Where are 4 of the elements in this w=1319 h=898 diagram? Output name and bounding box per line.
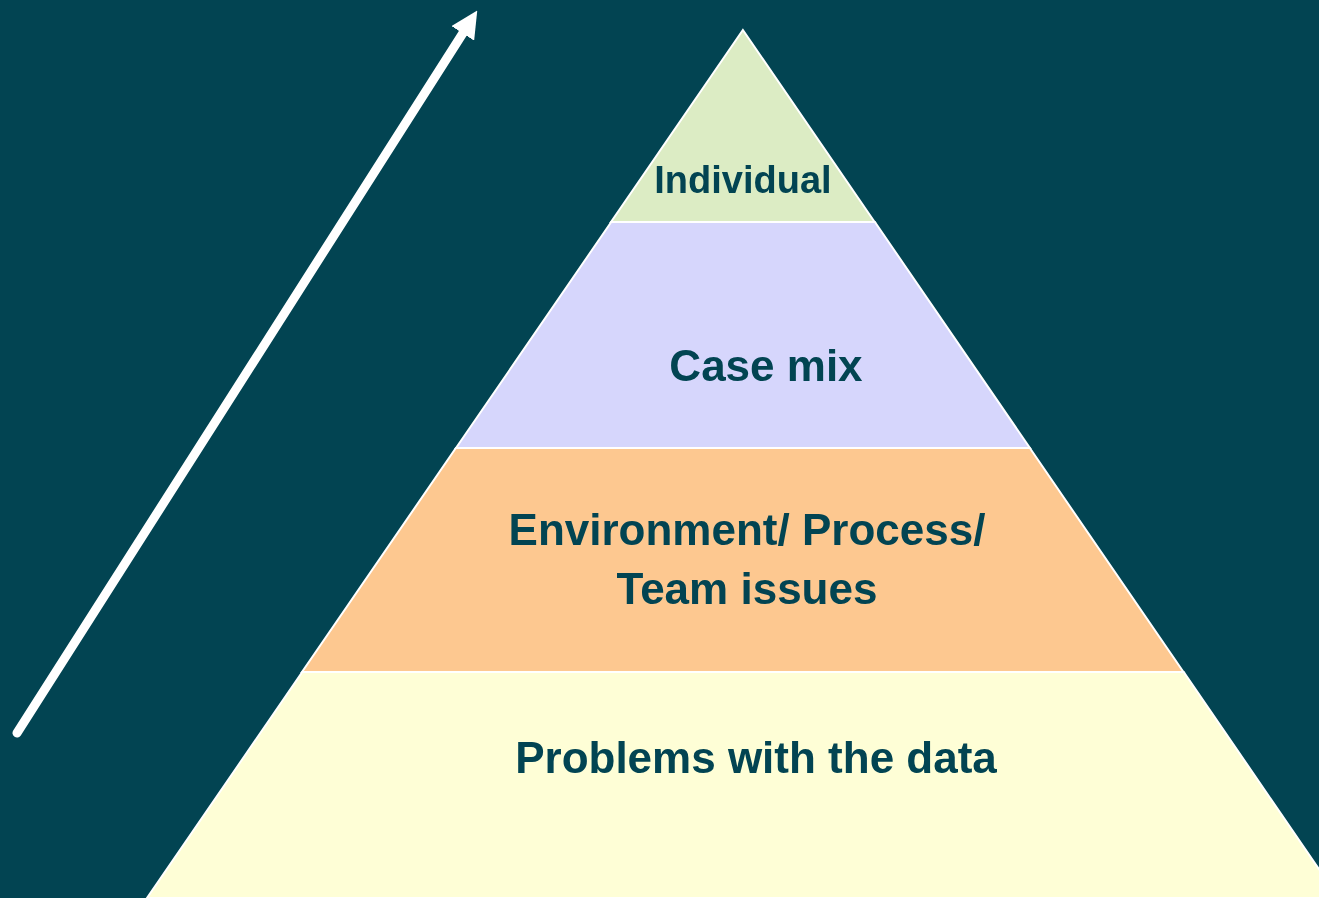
tier-label: Case mix: [669, 340, 863, 392]
tier-label: Environment/ Process/ Team issues: [507, 504, 987, 616]
tier-label: Individual: [654, 158, 832, 203]
tier-label: Problems with the data: [515, 732, 997, 784]
